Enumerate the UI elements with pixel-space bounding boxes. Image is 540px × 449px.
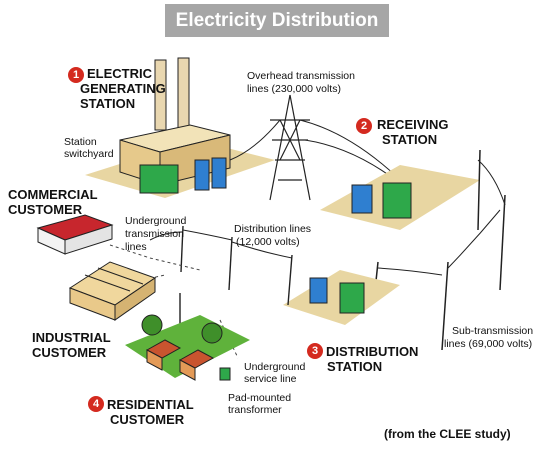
underground-transmission-label-2: transmission <box>125 228 184 240</box>
commercial-customer-label-2: CUSTOMER <box>8 202 83 217</box>
commercial-building <box>36 214 114 255</box>
source-credit: (from the CLEE study) <box>384 427 511 441</box>
switchyard-label-2: switchyard <box>64 148 114 160</box>
residential-area <box>125 314 250 381</box>
commercial-customer-label-1: COMMERCIAL <box>8 187 98 202</box>
underground-service-label-2: service line <box>244 373 297 385</box>
underground-transmission-label-3: lines <box>125 241 147 253</box>
title-bar: Electricity Distribution <box>165 4 389 37</box>
generating-station-label-1: ELECTRIC <box>87 66 152 81</box>
badge-1: 1 <box>68 67 84 83</box>
sub-transmission-label-2: lines (69,000 volts) <box>444 338 533 350</box>
overhead-lines-label-2: lines (230,000 volts) <box>247 83 341 95</box>
badge-3: 3 <box>307 343 323 359</box>
distribution-lines-label-2: (12,000 volts) <box>236 236 300 248</box>
switchyard-label-1: Station <box>64 136 97 148</box>
underground-transmission-label-1: Underground <box>125 215 187 227</box>
transmission-tower <box>269 94 311 201</box>
badge-2: 2 <box>356 118 372 134</box>
distribution-station <box>283 270 400 325</box>
receiving-station-label-2: STATION <box>382 132 438 147</box>
generating-station-label-2: GENERATING <box>80 81 166 96</box>
industrial-customer-label-1: INDUSTRIAL <box>32 330 111 345</box>
pad-mounted-label-1: Pad-mounted <box>228 392 292 404</box>
sub-transmission-label-1: Sub-transmission <box>452 325 534 337</box>
receiving-station <box>320 165 480 230</box>
generating-station-label-3: STATION <box>80 96 136 111</box>
industrial-building <box>68 261 157 321</box>
badge-4: 4 <box>88 396 104 412</box>
receiving-station-label-1: RECEIVING <box>377 117 449 132</box>
pad-mounted-transformer <box>219 367 231 381</box>
underground-service-label-1: Underground <box>244 361 306 373</box>
sub-transmission-poles <box>373 149 506 351</box>
overhead-lines-label-1: Overhead transmission <box>247 70 355 82</box>
distribution-station-label-1: DISTRIBUTION <box>326 344 419 359</box>
distribution-poles <box>179 225 293 325</box>
distribution-lines-label-1: Distribution lines <box>234 223 312 235</box>
residential-customer-label-2: CUSTOMER <box>110 412 185 427</box>
generating-station <box>85 57 275 198</box>
diagram-title: Electricity Distribution <box>175 10 379 31</box>
pad-mounted-label-2: transformer <box>228 404 282 416</box>
distribution-station-label-2: STATION <box>327 359 383 374</box>
residential-customer-label-1: RESIDENTIAL <box>107 397 194 412</box>
industrial-customer-label-2: CUSTOMER <box>32 345 107 360</box>
